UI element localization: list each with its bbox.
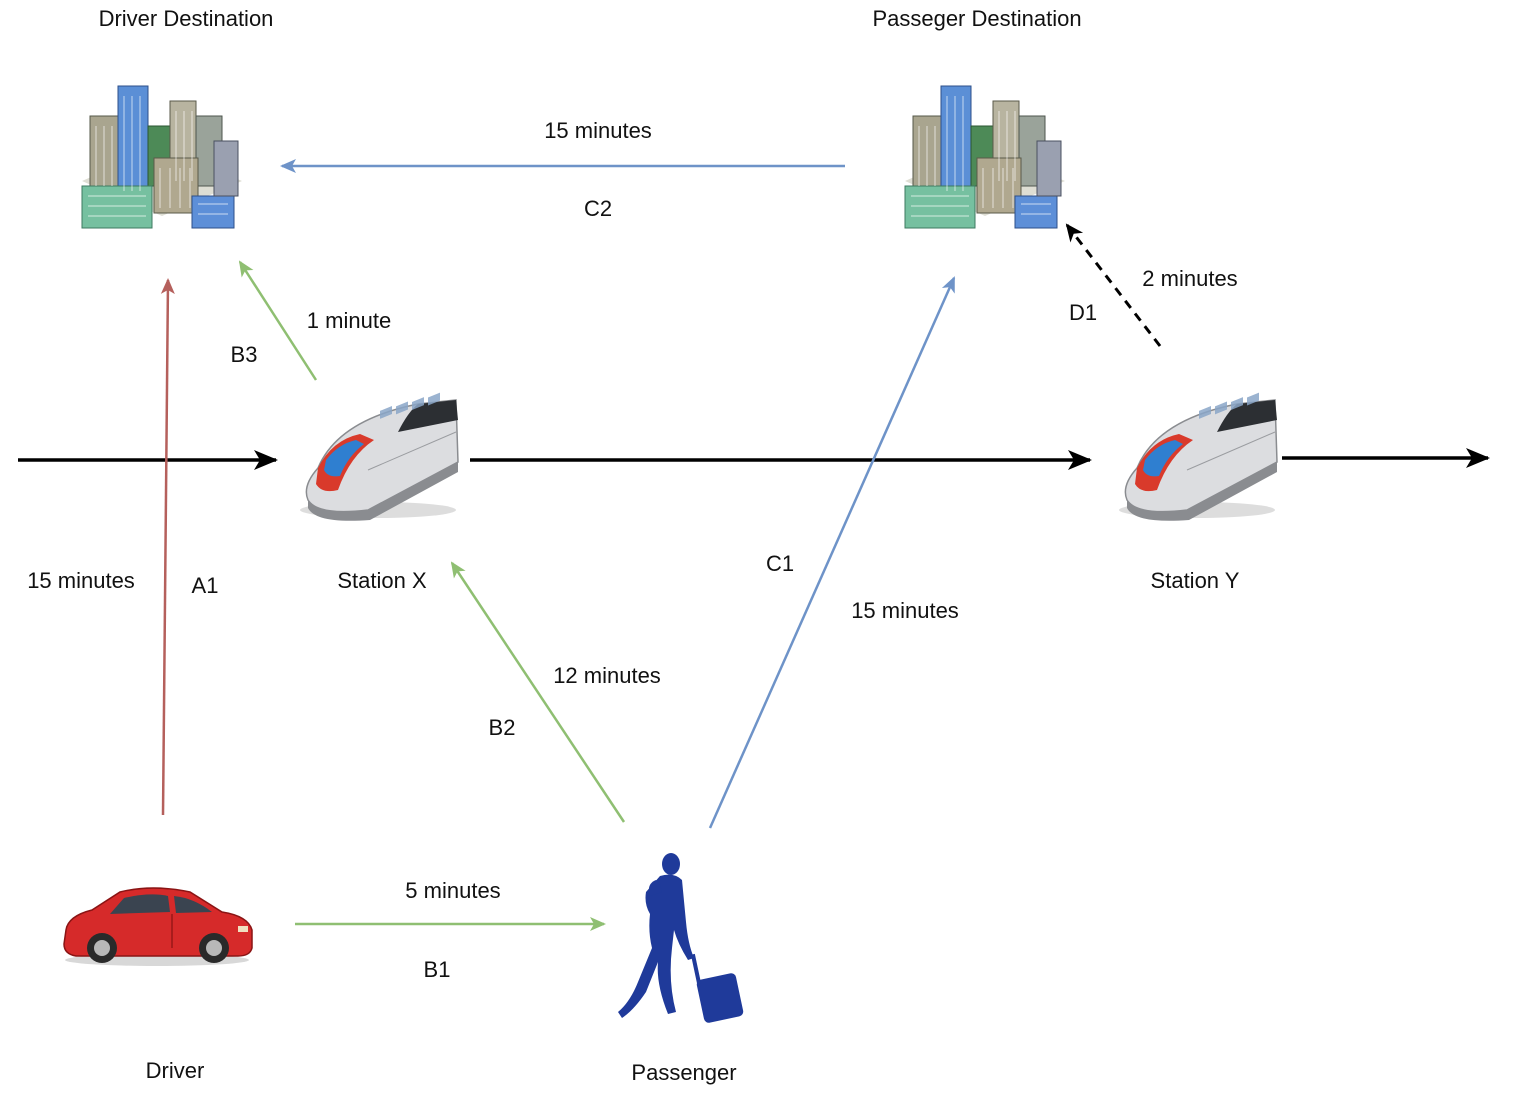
edge-b3-time: 1 minute xyxy=(307,308,391,333)
edge-b1-id: B1 xyxy=(424,957,451,982)
station-x-label: Station X xyxy=(337,568,427,593)
edge-c1-id: C1 xyxy=(766,551,794,576)
edge-b3-arrow xyxy=(238,260,318,381)
edge-d1-time: 2 minutes xyxy=(1142,266,1237,291)
rail-line xyxy=(18,448,1490,470)
edge-b1-time: 5 minutes xyxy=(405,878,500,903)
edge-b3-id: B3 xyxy=(231,342,258,367)
edge-a1-id: A1 xyxy=(192,573,219,598)
edge-a1-time: 15 minutes xyxy=(27,568,135,593)
station-y-label: Station Y xyxy=(1151,568,1240,593)
red-car-icon xyxy=(63,887,253,966)
edge-a1-arrow xyxy=(160,278,175,816)
edge-d1-id: D1 xyxy=(1069,300,1097,325)
edge-c2-id: C2 xyxy=(584,196,612,221)
city-buildings-icon xyxy=(81,85,243,229)
passenger-destination-label: Passeger Destination xyxy=(872,6,1081,31)
high-speed-train-icon xyxy=(299,391,459,522)
edge-c1-arrow xyxy=(708,276,956,829)
edge-c2-time: 15 minutes xyxy=(544,118,652,143)
edge-b2-id: B2 xyxy=(489,715,516,740)
edge-c1-time: 15 minutes xyxy=(851,598,959,623)
edge-b2-arrow xyxy=(450,561,626,823)
walking-passenger-icon xyxy=(618,853,744,1023)
city-buildings-icon xyxy=(904,85,1066,229)
high-speed-train-icon xyxy=(1118,391,1278,522)
passenger-label: Passenger xyxy=(631,1060,736,1085)
edge-b2-time: 12 minutes xyxy=(553,663,661,688)
driver-label: Driver xyxy=(146,1058,205,1083)
driver-destination-label: Driver Destination xyxy=(99,6,274,31)
